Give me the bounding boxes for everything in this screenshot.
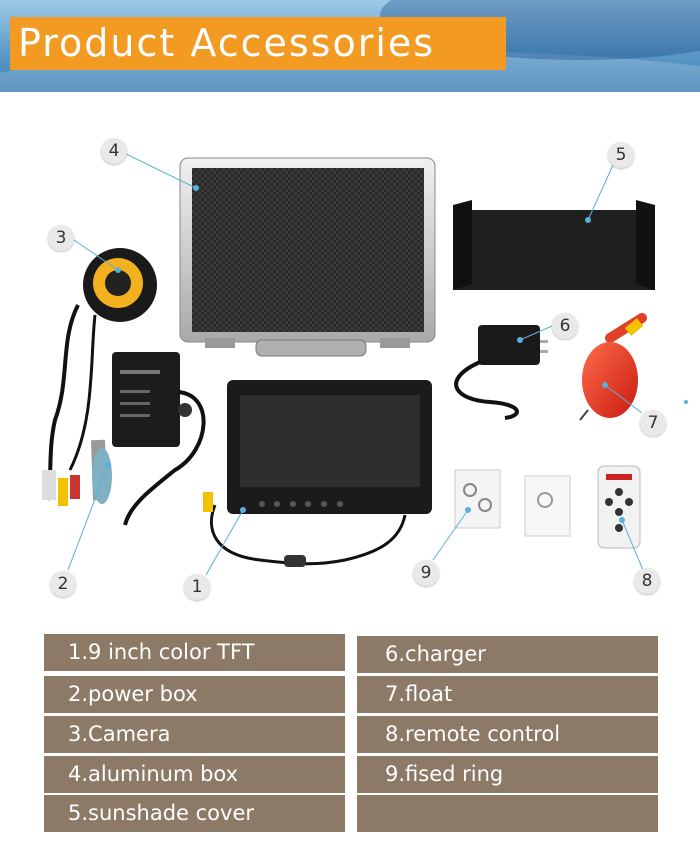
header-banner: Product Accessories [0,0,700,92]
sunshade-image [453,200,655,290]
callout-7: 7 [640,410,666,436]
power-box-image [91,352,206,526]
ring-packets-image [454,469,571,537]
legend-item-empty [357,795,658,832]
legend-item-5: 5.sunshade cover [44,795,345,832]
remote-control-image [597,465,641,549]
callout-9: 9 [413,560,439,586]
callout-8: 8 [634,568,660,594]
callout-5: 5 [608,142,634,168]
page-title: Product Accessories [18,21,436,65]
callout-2: 2 [50,571,76,597]
legend-item-3: 3.Camera [44,716,345,753]
product-photo [42,152,688,576]
legend-item-2: 2.power box [44,676,345,713]
title-box: Product Accessories [10,17,506,70]
aluminum-box-image [179,157,436,357]
legend-item-1: 1.9 inch color TFT [44,634,345,671]
legend-item-4: 4.aluminum box [44,756,345,793]
callout-4: 4 [101,138,127,164]
legend-item-9: 9.fised ring [357,756,658,793]
callout-lines [67,152,644,576]
monitor-image [203,380,432,567]
callout-6: 6 [552,313,578,339]
callout-1: 1 [184,574,210,600]
legend-item-6: 6.charger [357,636,658,673]
charger-image [454,325,548,420]
legend-item-8: 8.remote control [357,716,658,753]
callout-3: 3 [48,225,74,251]
float-image [579,313,647,421]
camera-reel-image [42,248,157,506]
legend-item-7: 7.float [357,676,658,713]
